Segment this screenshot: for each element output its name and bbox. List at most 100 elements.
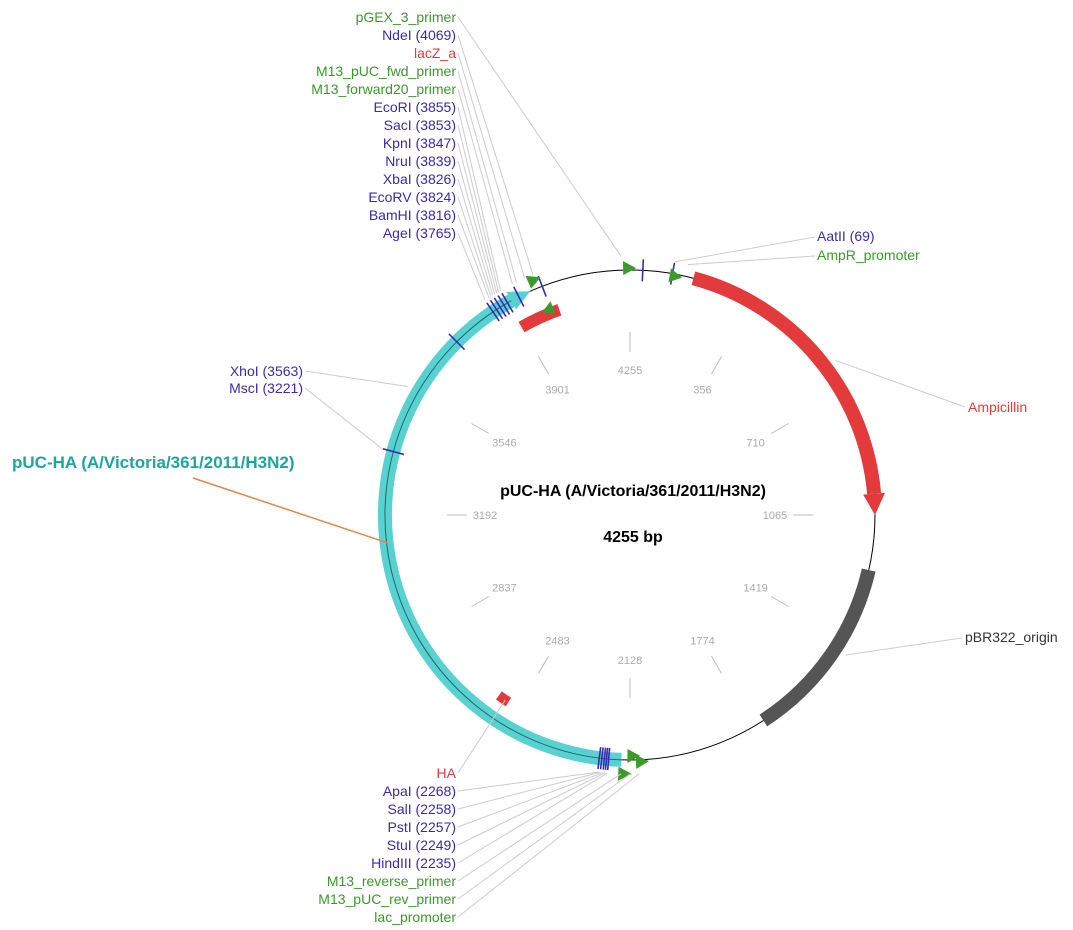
tick-line [538,356,549,375]
restriction-site-mark [602,747,607,770]
bottom-label: HA [437,765,457,781]
label-leader-line [457,52,526,279]
tick-label: 4255 [618,365,642,377]
top-label: M13_pUC_fwd_primer [316,63,456,79]
tick-marks: 4255356710106514191774212824832837319235… [447,332,813,698]
restriction-site-mark [501,292,514,313]
restriction-site-mark [486,302,500,322]
primer-arrow [542,301,556,315]
outer-map-title: pUC-HA (A/Victoria/361/2011/H3N2) [12,453,295,472]
label-leader-line [457,773,622,882]
ha-insert-core-line [384,298,622,761]
top-label: NruI (3839) [385,153,456,169]
left-label: XhoI (3563) [230,363,303,379]
primer-arrow [627,748,641,763]
restriction-site-mark [513,286,525,307]
label-leader-line [457,699,506,774]
tick-line [770,423,789,434]
left-label: MscI (3221) [229,380,303,396]
tick-label: 1419 [743,583,767,595]
tick-label: 356 [693,384,711,396]
tick-label: 2128 [618,655,642,667]
pbr322-origin-arc [759,568,876,727]
ha-insert-arrowhead [506,291,531,310]
bottom-label: PstI (2257) [388,819,456,835]
restriction-site-mark [493,297,507,317]
top-label: lacZ_a [414,45,456,61]
label-leader-line [304,387,383,449]
ha-insert-arc [378,292,622,767]
label-leader-line [835,359,966,408]
restriction-site-mark [382,447,405,456]
feature-arcs [378,259,886,781]
label-leader-line [457,773,640,918]
restriction-site-mark [497,295,511,315]
restriction-site-mark [489,299,504,320]
top-label: M13_forward20_primer [311,81,456,97]
tick-label: 3192 [473,510,497,522]
top-label: KpnI (3847) [383,135,456,151]
top-label: XbaI (3826) [383,171,456,187]
bottom-label: lac_promoter [374,909,456,925]
primer-arrow [525,275,541,289]
tick-label: 2837 [492,583,516,595]
restriction-site-mark [641,259,645,282]
tick-line [471,596,490,607]
bottom-label: M13_pUC_rev_primer [318,891,456,907]
tick-label: 710 [746,438,764,450]
label-leader-line [457,16,622,257]
label-leader-line [457,142,498,294]
bottom-label: HindIII (2235) [371,855,456,871]
map-title: pUC-HA (A/Victoria/361/2011/H3N2) [500,483,766,500]
tick-line [711,356,722,375]
label-leader-line [457,772,606,846]
primer-arrow [617,766,632,781]
restriction-site-mark [537,275,547,297]
label-leader-line [457,34,534,276]
leader-lines [304,16,966,918]
tick-line [471,423,490,434]
restriction-site-mark [606,748,611,771]
primer-arrow [668,268,683,283]
label-leader-line [457,214,490,298]
tick-label: 1774 [690,636,714,648]
bottom-label: SalI (2258) [388,801,456,817]
ampicillin-arrowhead [863,492,886,515]
right-label: pBR322_origin [965,629,1058,645]
top-label: pGEX_3_primer [356,9,457,25]
label-leader-line [457,70,517,283]
label-leader-line [304,370,408,387]
restriction-site-mark [604,747,609,770]
label-leader-line [457,88,513,285]
label-leader-line [457,772,604,828]
outer-title-leader [192,477,389,544]
label-leader-line [845,637,963,656]
tick-line [538,655,549,674]
label-leader-line [457,232,486,301]
label-leader-line [457,773,631,900]
tick-line [770,596,789,607]
label-leader-line [457,772,608,864]
right-label: Ampicillin [968,399,1027,415]
label-leader-line [457,160,496,295]
lacz-alpha-arc [518,304,562,333]
label-leader-line [457,178,494,296]
ampicillin-arc [691,271,882,495]
label-leader-line [457,771,601,810]
primer-arrow [635,754,649,769]
bottom-label: StuI (2249) [387,837,456,853]
top-label: EcoRV (3824) [368,189,456,205]
label-leader-line [457,106,501,291]
top-label: BamHI (3816) [369,207,456,223]
tick-label: 1065 [763,510,787,522]
label-leader-line [457,124,500,292]
map-length: 4255 bp [603,529,663,546]
right-label: AatII (69) [817,228,875,244]
bottom-label: ApaI (2268) [383,783,456,799]
label-leader-line [457,196,492,297]
top-label: AgeI (3765) [383,225,456,241]
tick-line [711,655,722,674]
restriction-site-mark [448,333,466,351]
